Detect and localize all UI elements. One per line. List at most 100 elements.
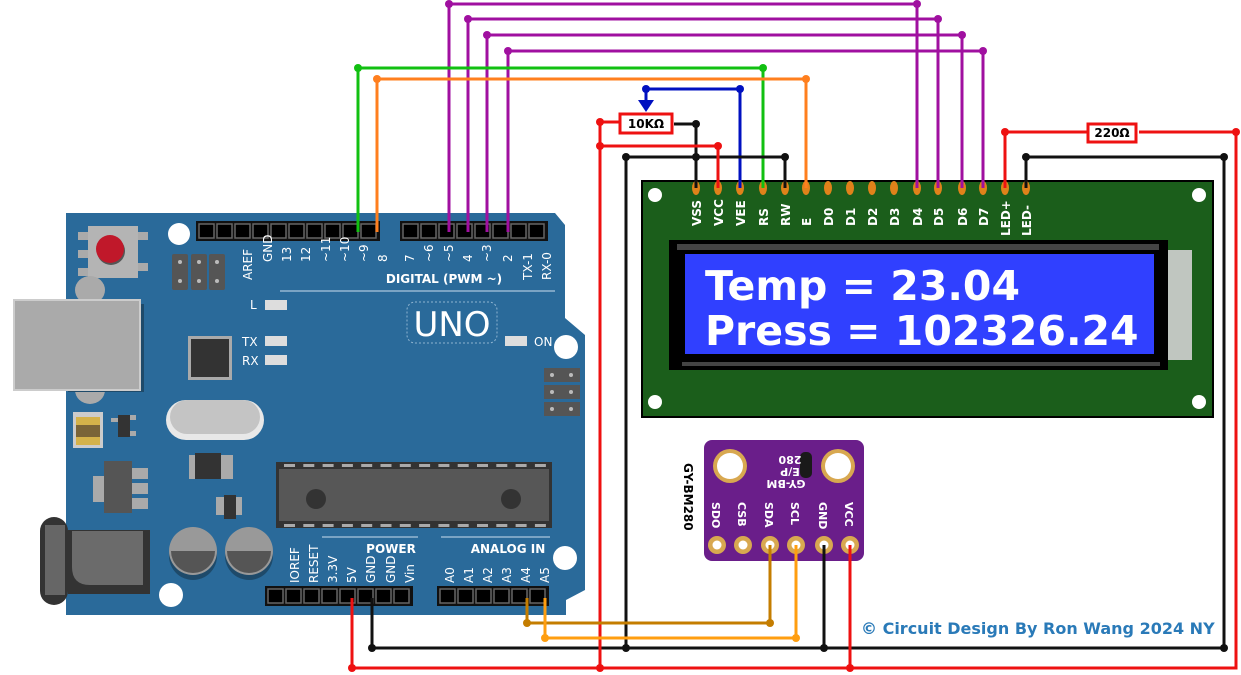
reset-button[interactable]: [78, 226, 148, 278]
electrolytic-capacitors: [169, 527, 273, 580]
junction-dot: [464, 15, 472, 23]
header-pin-socket[interactable]: [492, 223, 509, 239]
header-pin-socket[interactable]: [357, 588, 374, 604]
header-pin-socket[interactable]: [402, 223, 419, 239]
header-pin-socket[interactable]: [439, 588, 456, 604]
junction-dot: [596, 118, 604, 126]
header-pin-socket[interactable]: [511, 588, 528, 604]
junction-dot: [1232, 128, 1240, 136]
lcd-pin-label: E: [800, 218, 814, 226]
lcd-pin-label: D5: [932, 208, 946, 226]
header-pin-socket[interactable]: [216, 223, 233, 239]
header-pin-socket[interactable]: [510, 223, 527, 239]
digital-pin-label: 7: [403, 254, 417, 262]
sensor-chip: [800, 452, 812, 478]
junction-dot: [792, 634, 800, 642]
junction-dot: [368, 644, 376, 652]
junction-dot: [913, 0, 921, 8]
junction-dot: [596, 664, 604, 672]
lcd-pin-label: LED-: [1020, 205, 1034, 236]
lcd-pin-label: D7: [977, 208, 991, 226]
lcd-pin[interactable]: [846, 181, 854, 195]
wires: [350, 2, 1238, 670]
header-pin-socket[interactable]: [234, 223, 251, 239]
wire-e: [375, 77, 808, 232]
potentiometer-label: 10KΩ: [628, 117, 664, 131]
header-pin-socket[interactable]: [475, 588, 492, 604]
header-pin-socket[interactable]: [393, 588, 410, 604]
header-pin-socket[interactable]: [252, 223, 269, 239]
header-pin-socket[interactable]: [198, 223, 215, 239]
wire-junctions: [348, 0, 1240, 672]
lcd-pin-label: VSS: [690, 200, 704, 226]
power-pin-label: Vin: [403, 564, 417, 583]
junction-dot: [1220, 153, 1228, 161]
header-pin-socket[interactable]: [375, 588, 392, 604]
lcd-line-1: Temp = 23.04: [705, 262, 1020, 310]
junction-dot: [759, 64, 767, 72]
junction-dot: [692, 153, 700, 161]
analog-pin-label: A1: [462, 567, 476, 583]
header-pin-socket[interactable]: [438, 223, 455, 239]
header-pin-socket[interactable]: [528, 223, 545, 239]
header-pin-socket[interactable]: [285, 588, 302, 604]
lcd-pin[interactable]: [868, 181, 876, 195]
lcd-pin-label: D4: [911, 208, 925, 226]
header-pin-socket[interactable]: [267, 588, 284, 604]
header-pin-socket[interactable]: [457, 588, 474, 604]
potentiometer-10k: 10KΩ: [618, 100, 674, 135]
sensor-pin-label: VCC: [842, 502, 855, 527]
usb-connector: [13, 276, 144, 404]
wire-sda: [525, 545, 772, 625]
junction-dot: [596, 142, 604, 150]
wire-gnd-lcd: [624, 155, 787, 648]
header-pin-socket[interactable]: [360, 223, 377, 239]
sensor-silk-3: 280: [778, 453, 801, 466]
usb-chip: [188, 336, 232, 380]
junction-dot: [934, 15, 942, 23]
junction-dot: [642, 85, 650, 93]
header-pin-socket[interactable]: [303, 588, 320, 604]
header-pin-socket[interactable]: [493, 588, 510, 604]
sensor-pin[interactable]: [712, 540, 722, 550]
header-pin-socket[interactable]: [321, 588, 338, 604]
led-l-label: L: [250, 298, 257, 312]
header-pin-socket[interactable]: [270, 223, 287, 239]
header-pin-socket[interactable]: [324, 223, 341, 239]
wire-5v-main: [350, 130, 1238, 670]
led-rx-label: RX: [242, 354, 259, 368]
sensor-name-label: GY-BM280: [681, 463, 695, 531]
lcd-pin-label: VEE: [734, 200, 748, 226]
lcd-backlight: [1168, 250, 1192, 360]
power-pin-label: IOREF: [288, 547, 302, 583]
mounting-hole: [553, 546, 577, 570]
junction-dot: [846, 664, 854, 672]
sensor-pin-label: SCL: [788, 502, 801, 525]
header-pin-socket[interactable]: [456, 223, 473, 239]
sensor-pin[interactable]: [738, 540, 748, 550]
mounting-hole: [159, 583, 183, 607]
digital-pin-label: ~5: [442, 244, 456, 262]
wire-d7: [506, 49, 985, 232]
junction-dot: [541, 634, 549, 642]
junction-dot: [348, 664, 356, 672]
junction-dot: [504, 47, 512, 55]
header-pin-socket[interactable]: [420, 223, 437, 239]
header-pin-socket[interactable]: [342, 223, 359, 239]
digital-pin-label: RX-0: [540, 252, 554, 280]
junction-dot: [1220, 644, 1228, 652]
lcd-pin[interactable]: [824, 181, 832, 195]
wire-d6: [485, 33, 964, 232]
digital-pin-label: 4: [461, 254, 475, 262]
digital-pin-label: ~6: [422, 244, 436, 262]
junction-dot: [483, 31, 491, 39]
header-pin-socket[interactable]: [529, 588, 546, 604]
lcd-pin[interactable]: [890, 181, 898, 195]
junction-dot: [766, 619, 774, 627]
header-pin-socket[interactable]: [306, 223, 323, 239]
atmega328-chip: [276, 462, 552, 528]
wire-pot-vcc: [598, 120, 620, 668]
header-pin-socket[interactable]: [288, 223, 305, 239]
